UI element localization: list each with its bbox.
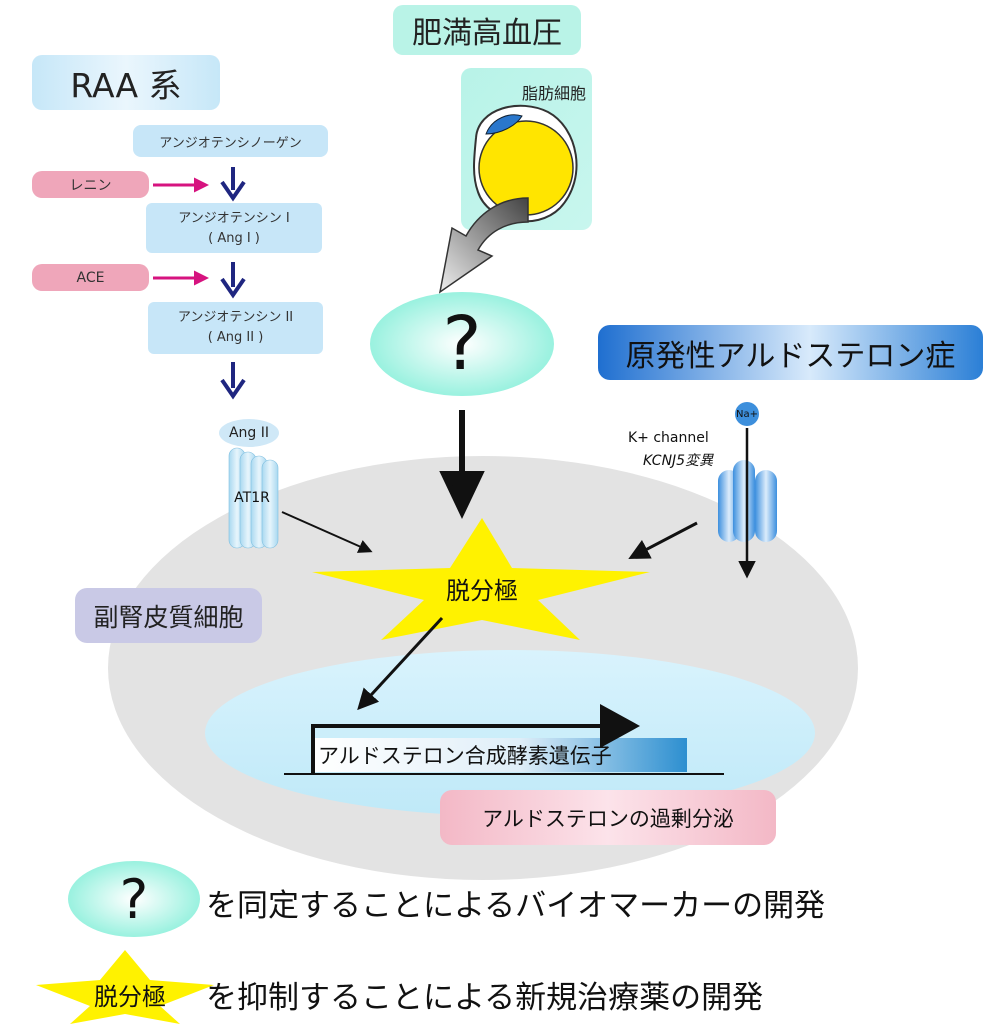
angiotensinogen-label: アンジオテンシノーゲン [159,135,302,151]
renin-label: レニン [69,177,112,194]
channel-to-depol-arrow [628,521,698,559]
raa-heading-box [32,55,220,110]
adrenal-label-box [75,588,262,643]
transcription-arrowhead [600,704,640,748]
legend-biomarker-text: を同定することによるバイオマーカーの開発 [206,887,826,924]
unknown-factor-oval [370,292,554,396]
k-channel [718,460,777,542]
legend-unknown-oval [68,861,200,937]
primary-aldosteronism-heading: 原発性アルドステロン症 [625,338,956,374]
na-ion-label: Na+ [736,408,758,420]
gray-curved-arrow [438,197,529,294]
adipocyte-label: 脂肪細胞 [521,84,586,103]
ang2-label-line1: アンジオテンシン II [177,309,294,325]
ang1-box [146,203,322,253]
k-channel-label: K+ channel [628,430,709,446]
transcription-arrow [311,724,608,774]
primary-aldo-box [598,325,983,380]
unknown-factor-symbol: ? [442,301,482,387]
ang2-box [148,302,323,354]
ang2-label-line2: ( Ang II ) [207,329,264,345]
kcnj5-mutation-label: KCNJ5変異 [643,453,714,469]
depol-to-gene-arrow [357,616,444,711]
outcome-box [440,790,776,845]
depolarization-label: 脱分極 [446,576,518,605]
legend-star-label: 脱分極 [94,982,166,1011]
depolarization-star [312,518,650,640]
at1r-to-depol-arrow [281,511,373,553]
unknown-to-depol-arrow [439,410,485,520]
legend-star [36,950,214,1024]
at1r-label: AT1R [234,490,270,506]
aldosterone-synthase-gene-label: アルドステロン合成酵素遺伝子 [318,744,612,768]
ace-box [32,264,149,291]
legend-drug-text: を抑制することによる新規治療薬の開発 [206,979,764,1016]
at1r-receptor [228,447,279,549]
cascade-arrows [220,167,246,400]
ace-label: ACE [76,269,105,286]
adrenal-cell-label: 副腎皮質細胞 [93,602,244,632]
obesity-hypertension-heading: 肥満高血圧 [412,16,562,51]
raa-heading: RAA 系 [70,65,182,105]
renin-box [32,171,149,198]
na-ion [735,402,759,426]
obesity-heading-box [393,5,581,55]
ang1-label-line2: ( Ang I ) [208,230,260,246]
angiotensinogen-box [133,125,328,157]
aldosterone-excess-label: アルドステロンの過剰分泌 [482,806,734,831]
ang1-label-line1: アンジオテンシン I [178,210,290,226]
gene-box [315,738,687,772]
adipocyte-illustration [473,104,578,223]
ang2-ligand-label: Ang II [228,425,270,441]
legend-unknown-symbol: ? [119,867,149,931]
ang2-ligand [219,419,279,447]
